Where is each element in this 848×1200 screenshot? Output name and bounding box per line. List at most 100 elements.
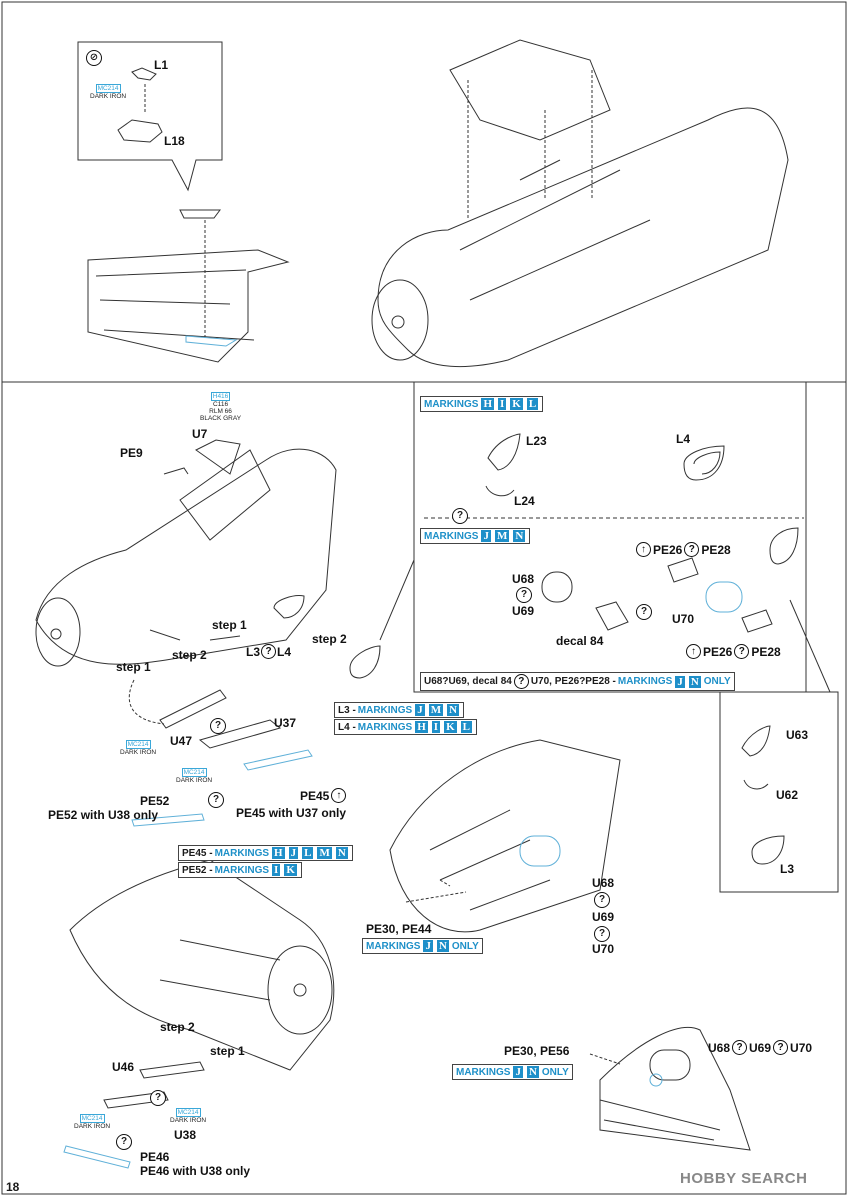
marking-letter: I [498, 398, 507, 410]
question-symbol-icon: ? [732, 1040, 748, 1055]
markings-jn-only-bottom: MARKINGS J N ONLY [452, 1064, 573, 1080]
label-pe30-pe44: PE30, PE44 [366, 922, 432, 936]
markings-jn-only-mid: MARKINGS J N ONLY [362, 938, 483, 954]
label-step2-c: step 2 [160, 1020, 195, 1034]
paint-name-2: BLACK GRAY [200, 415, 242, 422]
paint-code: MC214 [175, 1108, 201, 1117]
part-l18-shape [117, 119, 163, 143]
label-l3-side: L3 [780, 862, 795, 876]
question-symbol-icon: ? [150, 1090, 166, 1106]
note-markings: MARKINGS [357, 704, 413, 716]
fuselage-left [35, 448, 337, 665]
note-markings: MARKINGS [617, 676, 673, 687]
label-step1-b: step 1 [116, 660, 151, 674]
question-symbol-icon: ? [210, 718, 226, 734]
label-pe26-pe28-top: ↑ PE26 ? PE28 [636, 542, 731, 557]
label-u38: U38 [174, 1128, 197, 1142]
question-symbol-icon: ? [594, 926, 610, 942]
marking-letter: H [481, 398, 495, 410]
paint-name: DARK IRON [176, 777, 213, 784]
paint-code-2: C116 [213, 401, 229, 408]
markings-label: MARKINGS [366, 940, 421, 952]
label-pe46-note: PE46 with U38 only [140, 1164, 251, 1178]
watermark: HOBBY SEARCH [680, 1170, 808, 1187]
question-symbol-icon: ? [594, 892, 610, 908]
markings-label: MARKINGS [424, 398, 479, 410]
label-pe45: PE45 ↑ [300, 788, 347, 803]
marking-letter: K [284, 864, 297, 876]
marking-letter: K [444, 721, 457, 733]
label-l4-right: L4 [676, 432, 691, 446]
cockpit-wall [87, 249, 290, 363]
arrow-symbol-icon: ↑ [331, 788, 347, 803]
label-pe52: PE52 [140, 794, 170, 808]
note-text: U68?U69, decal 84 [424, 676, 512, 687]
part-l3-shape [273, 595, 305, 619]
label-u68-u69-u70: U68 ? U69 ? U70 [708, 1040, 812, 1055]
label-pe26-pe28-bottom: ↑ PE26 ? PE28 [686, 644, 781, 659]
markings-jmn: MARKINGS J M N [420, 528, 531, 544]
label-step2-b: step 2 [172, 648, 207, 662]
label-u68-right: U68 [512, 572, 535, 586]
paint-callout-mc214-u38: MC214 DARK IRON [170, 1108, 206, 1124]
label-pe52-note: PE52 with U38 only [48, 808, 159, 822]
paint-code: MC214 [95, 84, 121, 93]
paint-name: DARK IRON [170, 1117, 207, 1124]
paint-callout-mc214-top: MC214 DARK IRON [90, 84, 126, 100]
paint-callout-mc214-u37: MC214 DARK IRON [176, 768, 212, 784]
marking-letter: J [481, 530, 491, 542]
marking-letter: N [526, 1066, 539, 1078]
label-l24: L24 [514, 494, 535, 508]
label-l3-q-l4: L3 ? L4 [246, 644, 291, 659]
note-markings: MARKINGS [214, 847, 270, 859]
marking-letter: J [288, 847, 299, 859]
label-step2-a: step 2 [312, 632, 347, 646]
label-u68: U68 [708, 1040, 731, 1055]
note-prefix: L4 - [338, 721, 356, 733]
question-symbol-icon: ? [116, 1134, 132, 1150]
marking-letter: M [428, 704, 444, 716]
marking-letter: L [302, 847, 314, 859]
marking-letter: M [494, 530, 510, 542]
paint-name-1: RLM 66 [209, 408, 232, 415]
label-pe30-pe56: PE30, PE56 [504, 1044, 570, 1058]
marking-letter: H [415, 721, 428, 733]
paint-name: DARK IRON [74, 1123, 111, 1130]
paint-callout-u7: H416 C116 RLM 66 BLACK GRAY [200, 392, 241, 422]
marking-letter: N [688, 675, 701, 688]
marking-letter: L [460, 721, 472, 733]
label-step1-c: step 1 [210, 1044, 245, 1058]
arrow-symbol-icon: ↑ [686, 644, 701, 659]
label-decal84: decal 84 [556, 634, 604, 648]
part-l24 [485, 485, 515, 497]
right-side-panel [719, 691, 839, 893]
label-l4: L4 [277, 644, 292, 659]
paint-callout-mc214-u47: MC214 DARK IRON [120, 740, 156, 756]
label-l18: L18 [164, 134, 185, 148]
label-l23: L23 [526, 434, 547, 448]
inset-callout-frame [77, 41, 223, 192]
paint-callout-mc214-u46: MC214 DARK IRON [74, 1114, 110, 1130]
label-l1: L1 [154, 58, 169, 72]
label-u46: U46 [112, 1060, 135, 1074]
decal-84-shape [595, 601, 629, 631]
part-l23 [487, 433, 521, 471]
part-u7-shape [195, 439, 241, 475]
handed-symbol-icon: ⊘ [86, 50, 102, 66]
fuselage-bottom-right [599, 1026, 751, 1151]
marking-letter: J [675, 675, 685, 688]
label-pe28: PE28 [701, 542, 731, 557]
fuselage-top-right [377, 107, 789, 367]
question-symbol-icon: ? [773, 1040, 789, 1055]
question-symbol-icon: ? [261, 644, 277, 659]
arrow-symbol-icon: ↑ [636, 542, 651, 557]
label-u63: U63 [786, 728, 809, 742]
label-u69-right: U69 [512, 604, 535, 618]
label-u47: U47 [170, 734, 193, 748]
marking-letter: J [423, 940, 433, 952]
paint-code: MC214 [79, 1114, 105, 1123]
marking-letter: N [436, 940, 449, 952]
label-u70-mid: U70 [592, 942, 615, 956]
note-pe45-markings: PE45 - MARKINGS H J L M N [178, 845, 353, 861]
